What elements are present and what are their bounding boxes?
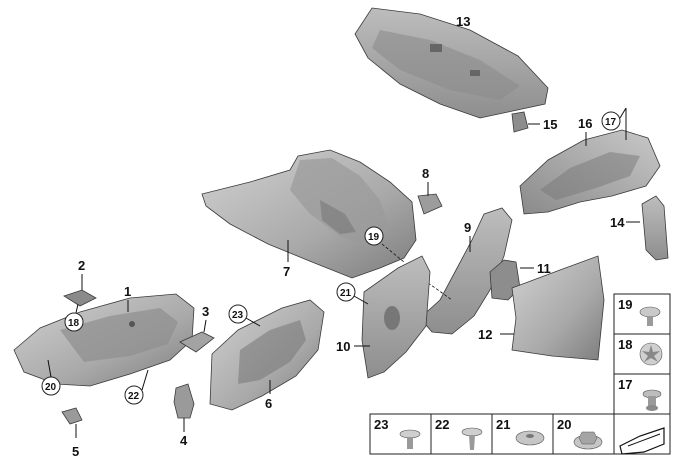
- washer-21-icon: [515, 430, 545, 446]
- legend-21-label: 21: [496, 417, 510, 432]
- callout-11: 11: [537, 261, 551, 276]
- push-clip-19-icon: [639, 306, 661, 326]
- callout-7: 7: [283, 264, 290, 279]
- callout-4: 4: [180, 433, 188, 448]
- callout-13: 13: [456, 14, 470, 29]
- callout-6: 6: [265, 396, 272, 411]
- part-2-plate: [63, 289, 97, 307]
- part-5-clip: [61, 407, 83, 425]
- part-10-panel: [361, 255, 431, 379]
- part-7-floor-mat: [201, 149, 417, 279]
- part-9-pillar: [419, 207, 513, 335]
- legend-22-label: 22: [435, 417, 449, 432]
- callout-22: 22: [128, 391, 140, 402]
- callout-10: 10: [336, 339, 350, 354]
- part-8-clip: [417, 193, 443, 215]
- part-15-clip: [511, 111, 529, 133]
- callout-23: 23: [232, 310, 244, 321]
- callout-20: 20: [45, 382, 57, 393]
- callout-21: 21: [340, 288, 352, 299]
- callout-8: 8: [422, 166, 429, 181]
- callout-15: 15: [543, 117, 557, 132]
- clip-22-icon: [461, 427, 483, 450]
- expanding-rivet-17-icon: [642, 389, 662, 411]
- legend-17-label: 17: [618, 377, 632, 392]
- part-3-bracket: [179, 331, 215, 353]
- nut-20-icon: [573, 431, 603, 450]
- legend-bottom-row: 23 22 21 20: [369, 413, 615, 455]
- callout-9: 9: [464, 220, 471, 235]
- arrow-symbol-icon: [619, 427, 665, 455]
- part-12-block: [511, 255, 605, 361]
- part-14-panel: [641, 195, 669, 261]
- callout-12: 12: [478, 327, 492, 342]
- star-washer-18-icon: [639, 342, 663, 366]
- callout-3: 3: [202, 304, 209, 319]
- legend-23-label: 23: [374, 417, 388, 432]
- part-13-insulation: [354, 7, 549, 119]
- callout-5: 5: [72, 444, 79, 459]
- part-6-insulation: [209, 299, 325, 411]
- part-16-insulation: [519, 129, 661, 215]
- legend-19-label: 19: [618, 297, 632, 312]
- callout-16: 16: [578, 116, 592, 131]
- screw-23-icon: [399, 429, 421, 449]
- part-1-tunnel: [13, 293, 195, 387]
- callout-19: 19: [368, 232, 380, 243]
- callout-2: 2: [78, 258, 85, 273]
- callout-18: 18: [68, 318, 80, 329]
- callout-14: 14: [610, 215, 625, 230]
- legend-18-label: 18: [618, 337, 632, 352]
- legend-20-label: 20: [557, 417, 571, 432]
- callout-17-top: 17: [605, 117, 617, 128]
- legend-right-column: 19 18 17: [613, 293, 671, 455]
- part-4-bracket: [173, 383, 195, 419]
- callout-1: 1: [124, 284, 131, 299]
